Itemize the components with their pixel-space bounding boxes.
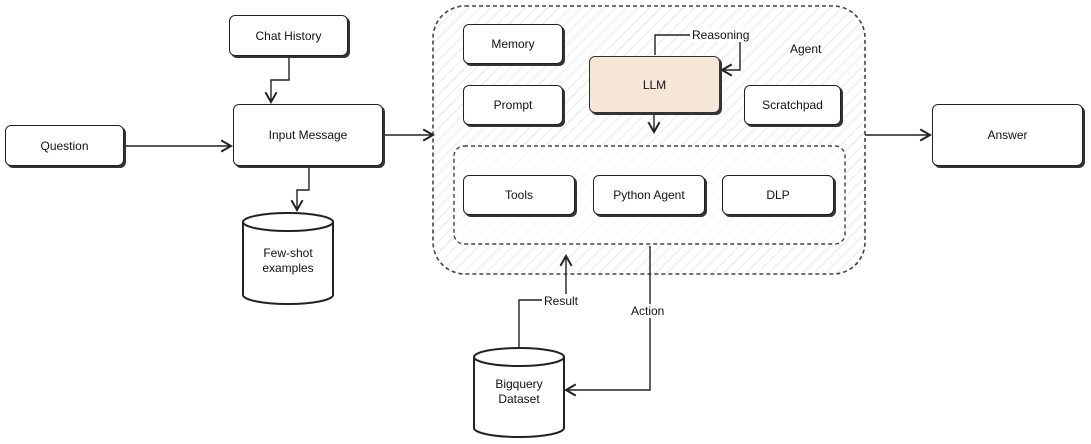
input-message-node: Input Message [233,104,383,166]
llm-node: LLM [589,56,720,113]
result-label: Result [542,294,581,308]
scratchpad-node: Scratchpad [744,85,841,125]
edge-chat-to-input [264,58,290,104]
memory-node: Memory [463,24,563,64]
bigquery-database [473,347,565,438]
edge-action [564,246,651,397]
few-shot-label: Few-shot examples [262,246,314,275]
few-shot-database [242,212,334,305]
question-node: Question [5,125,124,166]
reasoning-label: Reasoning [690,28,752,42]
tools-node: Tools [463,175,575,215]
action-label: Action [629,304,667,318]
edge-input-to-fewshot [290,168,310,212]
chat-history-node: Chat History [229,15,348,56]
bigquery-label: Bigquery Dataset [495,377,543,406]
python-agent-node: Python Agent [593,175,705,215]
dlp-node: DLP [722,175,834,215]
agent-title: Agent [790,42,822,56]
answer-node: Answer [932,104,1083,166]
prompt-node: Prompt [463,85,563,125]
